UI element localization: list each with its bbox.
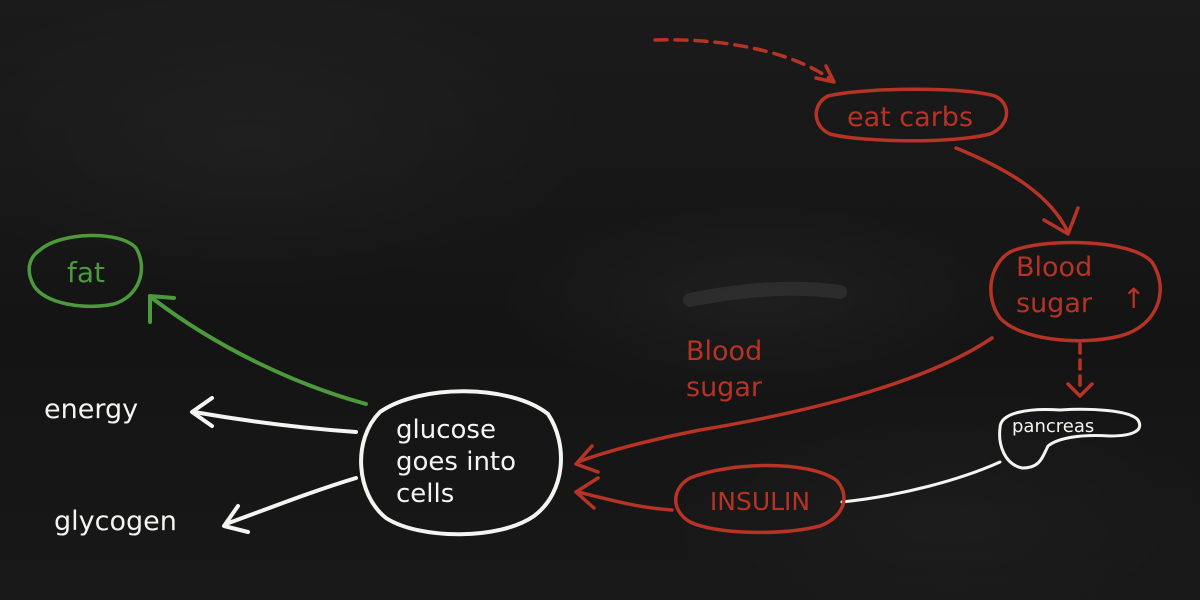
arrow-eat-carbs-to-blood-sugar xyxy=(954,146,1080,236)
glucose-label-line1: glucose xyxy=(396,415,496,445)
arrow-insulin-to-glucose-head xyxy=(574,476,600,510)
arrow-glucose-to-energy xyxy=(190,396,358,434)
node-insulin: INSULIN xyxy=(674,463,846,535)
fat-label: fat xyxy=(67,256,105,289)
arrow-glucose-to-energy-head xyxy=(190,396,214,428)
edge-label-blood-sugar-line2: sugar xyxy=(686,372,763,403)
glucose-label-line2: goes into xyxy=(396,447,516,477)
blood-sugar-label-line2: sugar xyxy=(1016,288,1093,319)
glycogen-label: glycogen xyxy=(54,506,177,537)
incoming-dashed-arrowhead xyxy=(814,64,836,84)
fat-outline xyxy=(27,233,144,308)
arrow-glucose-to-glycogen-head xyxy=(222,504,250,534)
arrow-eat-carbs-to-blood-sugar-line xyxy=(954,146,1070,234)
arrow-glucose-to-glycogen xyxy=(222,476,358,534)
blood-sugar-outline xyxy=(989,240,1162,343)
glucose-label-line3: cells xyxy=(396,479,454,509)
node-eat-carbs: eat carbs xyxy=(814,87,1009,143)
pancreas-shape-outline xyxy=(998,407,1142,470)
eat-carbs-outline xyxy=(814,87,1009,143)
chalk-smudge xyxy=(683,281,847,307)
insulin-outline xyxy=(674,463,846,535)
blood-sugar-label-line1: Blood xyxy=(1016,252,1092,283)
energy-label: energy xyxy=(44,394,138,425)
edge-label-blood-sugar: Blood sugar xyxy=(686,336,763,403)
incoming-dashed-line xyxy=(653,38,834,82)
line-pancreas-to-insulin xyxy=(840,460,1002,504)
arrow-blood-sugar-to-glucose-head xyxy=(574,444,600,474)
node-fat: fat xyxy=(27,233,144,308)
arrow-glucose-to-energy-line xyxy=(192,410,358,434)
arrow-blood-sugar-to-glucose xyxy=(574,336,994,474)
node-glucose-into-cells: glucose goes into cells xyxy=(359,389,563,537)
arrow-blood-sugar-to-glucose-line xyxy=(576,336,994,464)
incoming-dashed-arrow xyxy=(653,38,836,84)
arrow-glucose-to-fat-line xyxy=(150,296,368,406)
arrow-glucose-to-fat-head xyxy=(148,294,176,324)
glucose-outline xyxy=(359,389,563,537)
arrow-insulin-to-glucose xyxy=(574,476,674,512)
blood-sugar-up-arrow-icon: ↑ xyxy=(1122,282,1145,315)
eat-carbs-label: eat carbs xyxy=(847,102,973,133)
edge-label-blood-sugar-line1: Blood xyxy=(686,336,762,367)
arrow-glucose-to-fat xyxy=(148,294,368,406)
arrow-blood-sugar-to-pancreas-head xyxy=(1066,382,1094,398)
arrow-insulin-to-glucose-line xyxy=(576,490,674,512)
arrow-glucose-to-glycogen-line xyxy=(224,476,358,526)
arrow-blood-sugar-to-pancreas xyxy=(1066,342,1094,398)
pancreas-label: pancreas xyxy=(1012,416,1094,437)
arrow-eat-carbs-to-blood-sugar-head xyxy=(1042,206,1080,236)
node-pancreas: pancreas xyxy=(998,407,1142,470)
node-blood-sugar: Blood sugar ↑ xyxy=(989,240,1162,343)
insulin-label: INSULIN xyxy=(710,487,810,516)
